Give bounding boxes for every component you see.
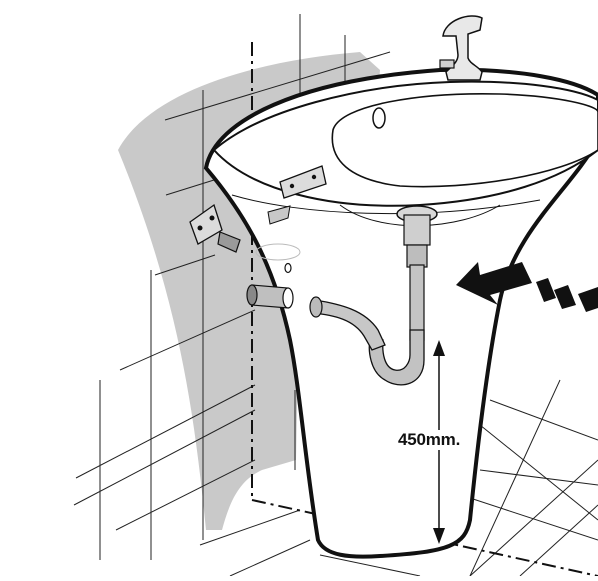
wall-bracket-icon [189,203,223,245]
floor-line-dashed [251,499,598,577]
basin-bracket-icon [267,165,327,225]
bracket-screw-icon [217,231,241,253]
dimension-label: 450mm. [396,430,463,450]
tap-icon [439,15,483,81]
pedestal-hole [284,262,292,274]
basin-underside [231,194,541,215]
basin-bowl [331,92,598,188]
p-trap-icon [309,296,425,386]
wall-drain-socket-icon [246,284,294,309]
direction-arrow-icon [456,262,598,312]
floor-tile-lines [199,379,598,577]
waste-outlet-icon [396,205,438,341]
wall-tile-lines [73,14,391,560]
overflow-hole [372,107,386,129]
pedestal-hole-guide [255,243,301,261]
